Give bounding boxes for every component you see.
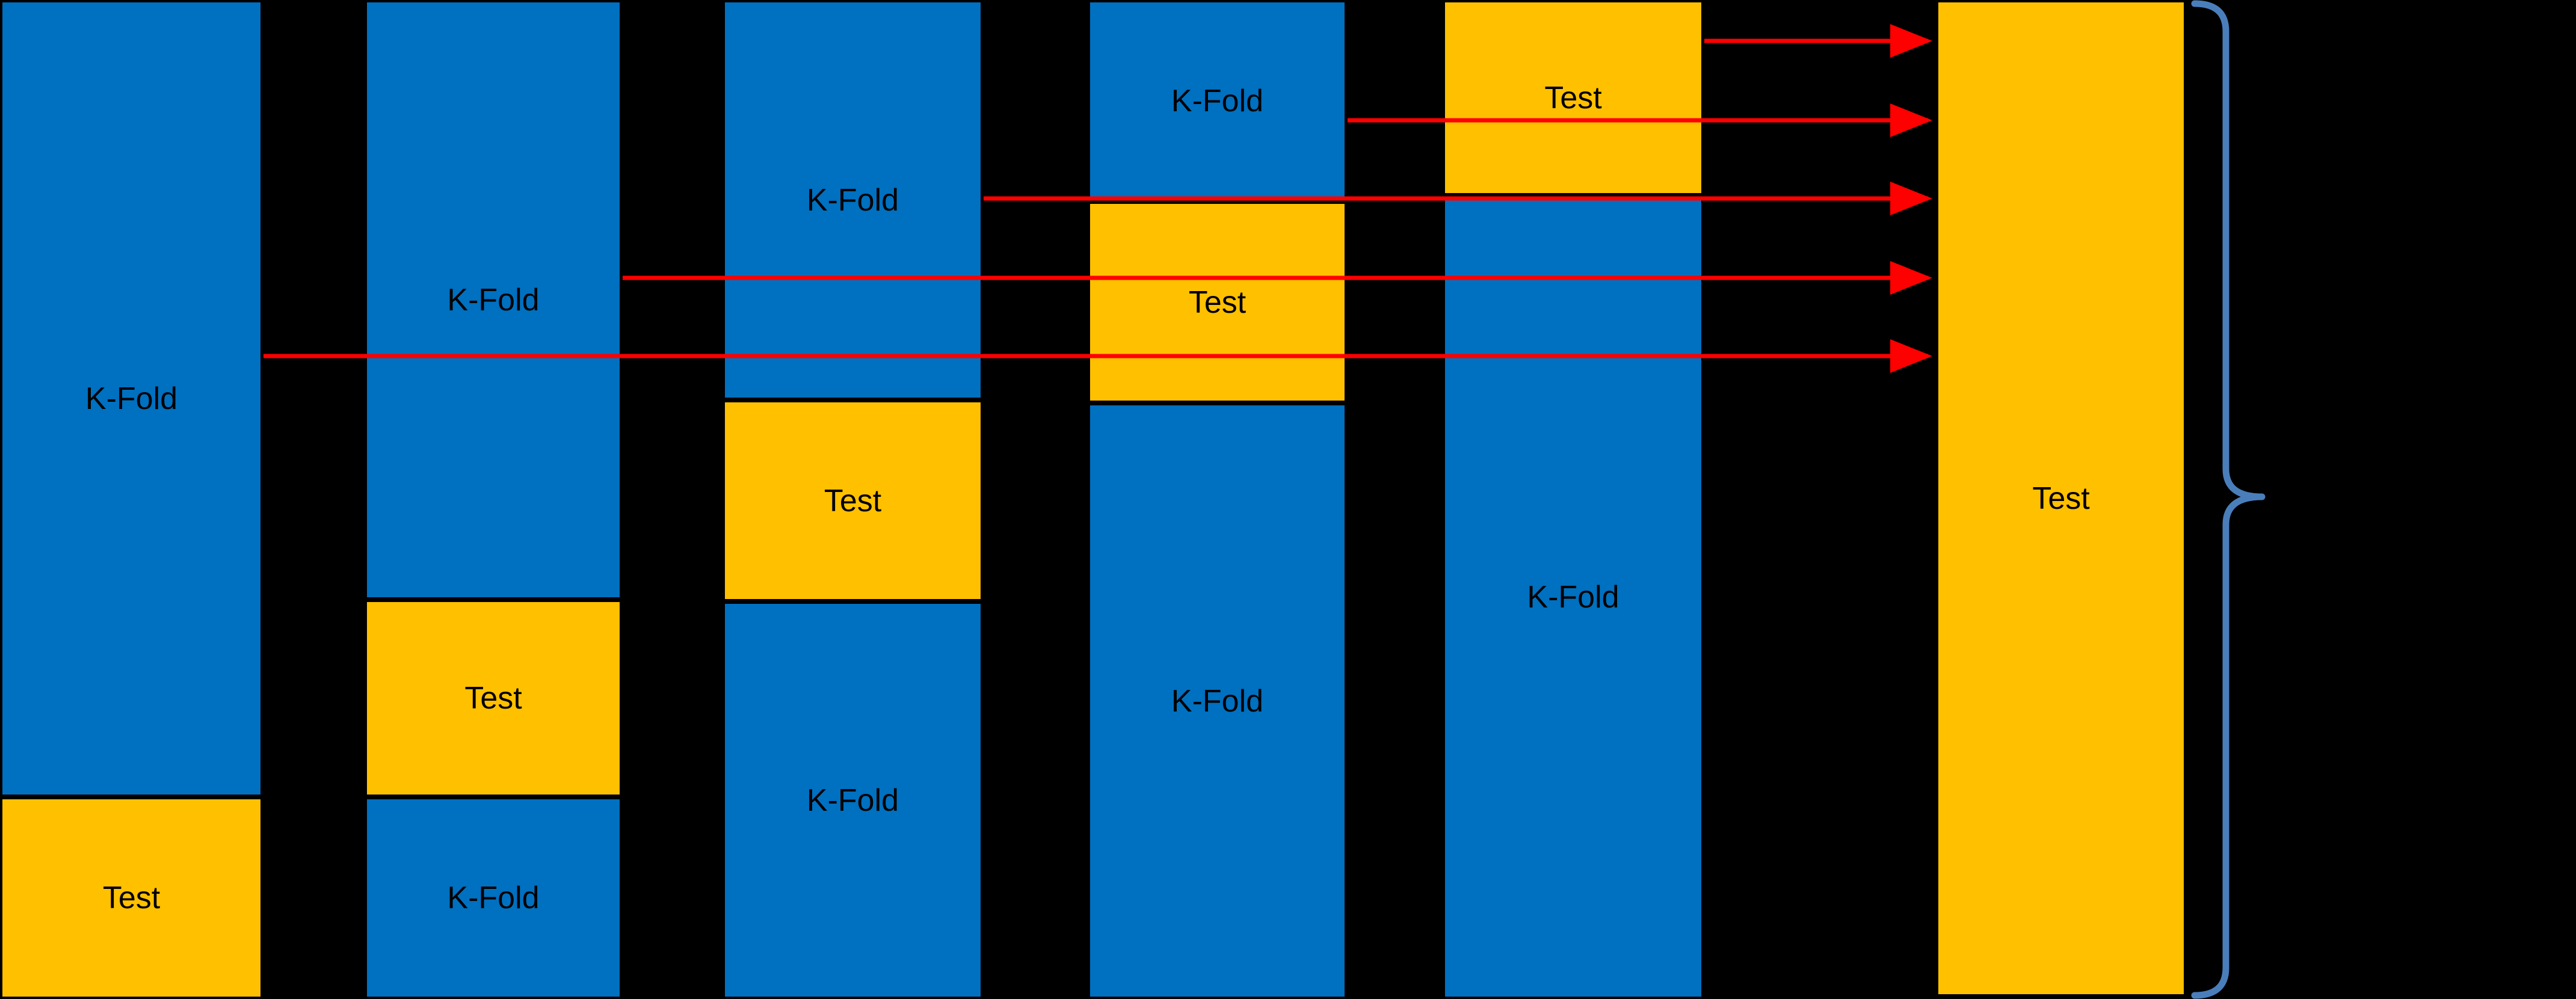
block-label: K-Fold <box>1171 683 1264 719</box>
block-label: K-Fold <box>447 282 540 318</box>
fold-4-kfold-block: K-Fold <box>1090 403 1345 997</box>
fold-5-kfold-block: K-Fold <box>1445 195 1701 997</box>
brace-group <box>2191 0 2266 999</box>
fold-3-kfold-block: K-Fold <box>725 601 981 997</box>
block-label: K-Fold <box>806 182 899 218</box>
fold-2-test-block: Test <box>367 600 620 797</box>
fold-1-kfold-block: K-Fold <box>2 2 260 797</box>
fold-1-test-block: Test <box>2 797 260 997</box>
block-label: K-Fold <box>447 881 540 915</box>
right-grouping-brace <box>2191 0 2266 999</box>
fold-2-kfold-block: K-Fold <box>367 797 620 997</box>
fold-3-kfold-block: K-Fold <box>725 2 981 400</box>
block-label: K-Fold <box>1527 580 1619 615</box>
fold-2-kfold-block: K-Fold <box>367 2 620 600</box>
fold-4-test-block: Test <box>1090 201 1345 403</box>
fold-3-test-block: Test <box>725 400 981 601</box>
block-label: Test <box>1544 80 1602 115</box>
block-label: Test <box>824 483 882 518</box>
fold-5-test-block: Test <box>1445 2 1701 195</box>
block-label: Test <box>102 881 161 915</box>
combined-test-block: Test <box>1938 2 2184 994</box>
block-label: Test <box>464 681 522 716</box>
block-label: K-Fold <box>85 381 178 416</box>
fold-4-kfold-block: K-Fold <box>1090 2 1345 201</box>
block-label: Test <box>1188 284 1246 320</box>
block-label: K-Fold <box>1171 83 1264 118</box>
combined-test-label: Test <box>2032 481 2090 516</box>
block-label: K-Fold <box>806 782 899 818</box>
